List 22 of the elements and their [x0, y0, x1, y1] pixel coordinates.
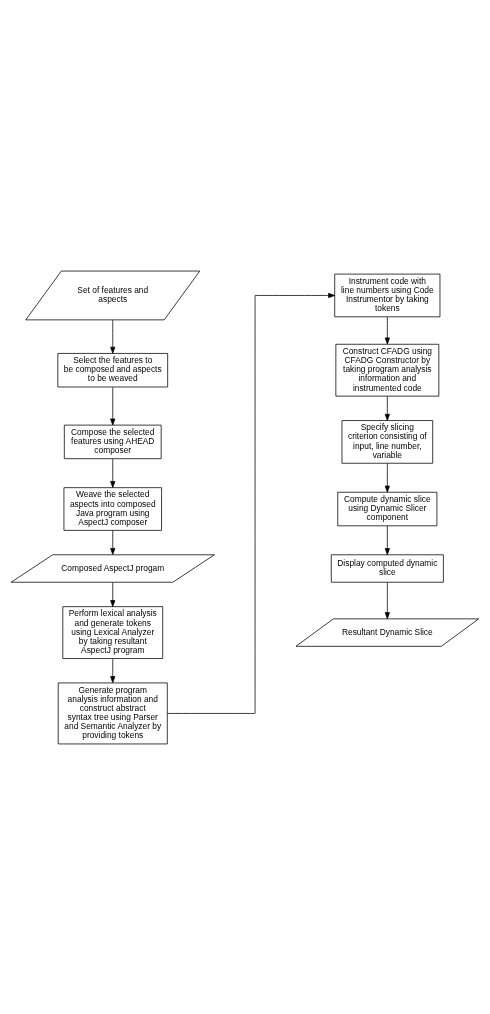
- arrow: [384, 525, 390, 555]
- node-box: Select the features to be composed and aspects to be weaved: [57, 352, 169, 387]
- arrow: [110, 581, 116, 607]
- node-box: Construct CFADG using CFADG Constructor by taking program analysis information and instrumented code: [335, 343, 440, 396]
- arrow: [384, 581, 390, 619]
- arrow: [110, 657, 116, 683]
- arrow: [384, 395, 390, 421]
- node-box: Display computed dynamic slice: [330, 553, 444, 583]
- node-box: Weave the selected aspects into composed Java program using AspectJ composer: [63, 486, 162, 531]
- arrow: [384, 462, 390, 492]
- arrow: [110, 529, 116, 555]
- arrow: [384, 316, 390, 344]
- node-box: Perform lexical analysis and generate tokens using Lexical Analyzer by taking resultant AspectJ program: [62, 605, 164, 659]
- arrow: [167, 292, 336, 714]
- arrow: [110, 457, 116, 488]
- node-box: Specify slicing criterion consisting of input, line number, variable: [341, 419, 434, 464]
- arrow: [110, 386, 116, 425]
- arrow: [110, 319, 116, 354]
- node-box: Compose the selected features using AHEAD composer: [63, 424, 162, 459]
- node-box: Compute dynamic slice using Dynamic Slicer component: [337, 491, 438, 526]
- node-box: Instrument code with line numbers using Code Instrumentor by taking tokens: [334, 273, 441, 317]
- node-box: Generate program analysis information and construct abstract syntax tree using Parser and Semantic Analyzer by providing tokens: [57, 682, 168, 744]
